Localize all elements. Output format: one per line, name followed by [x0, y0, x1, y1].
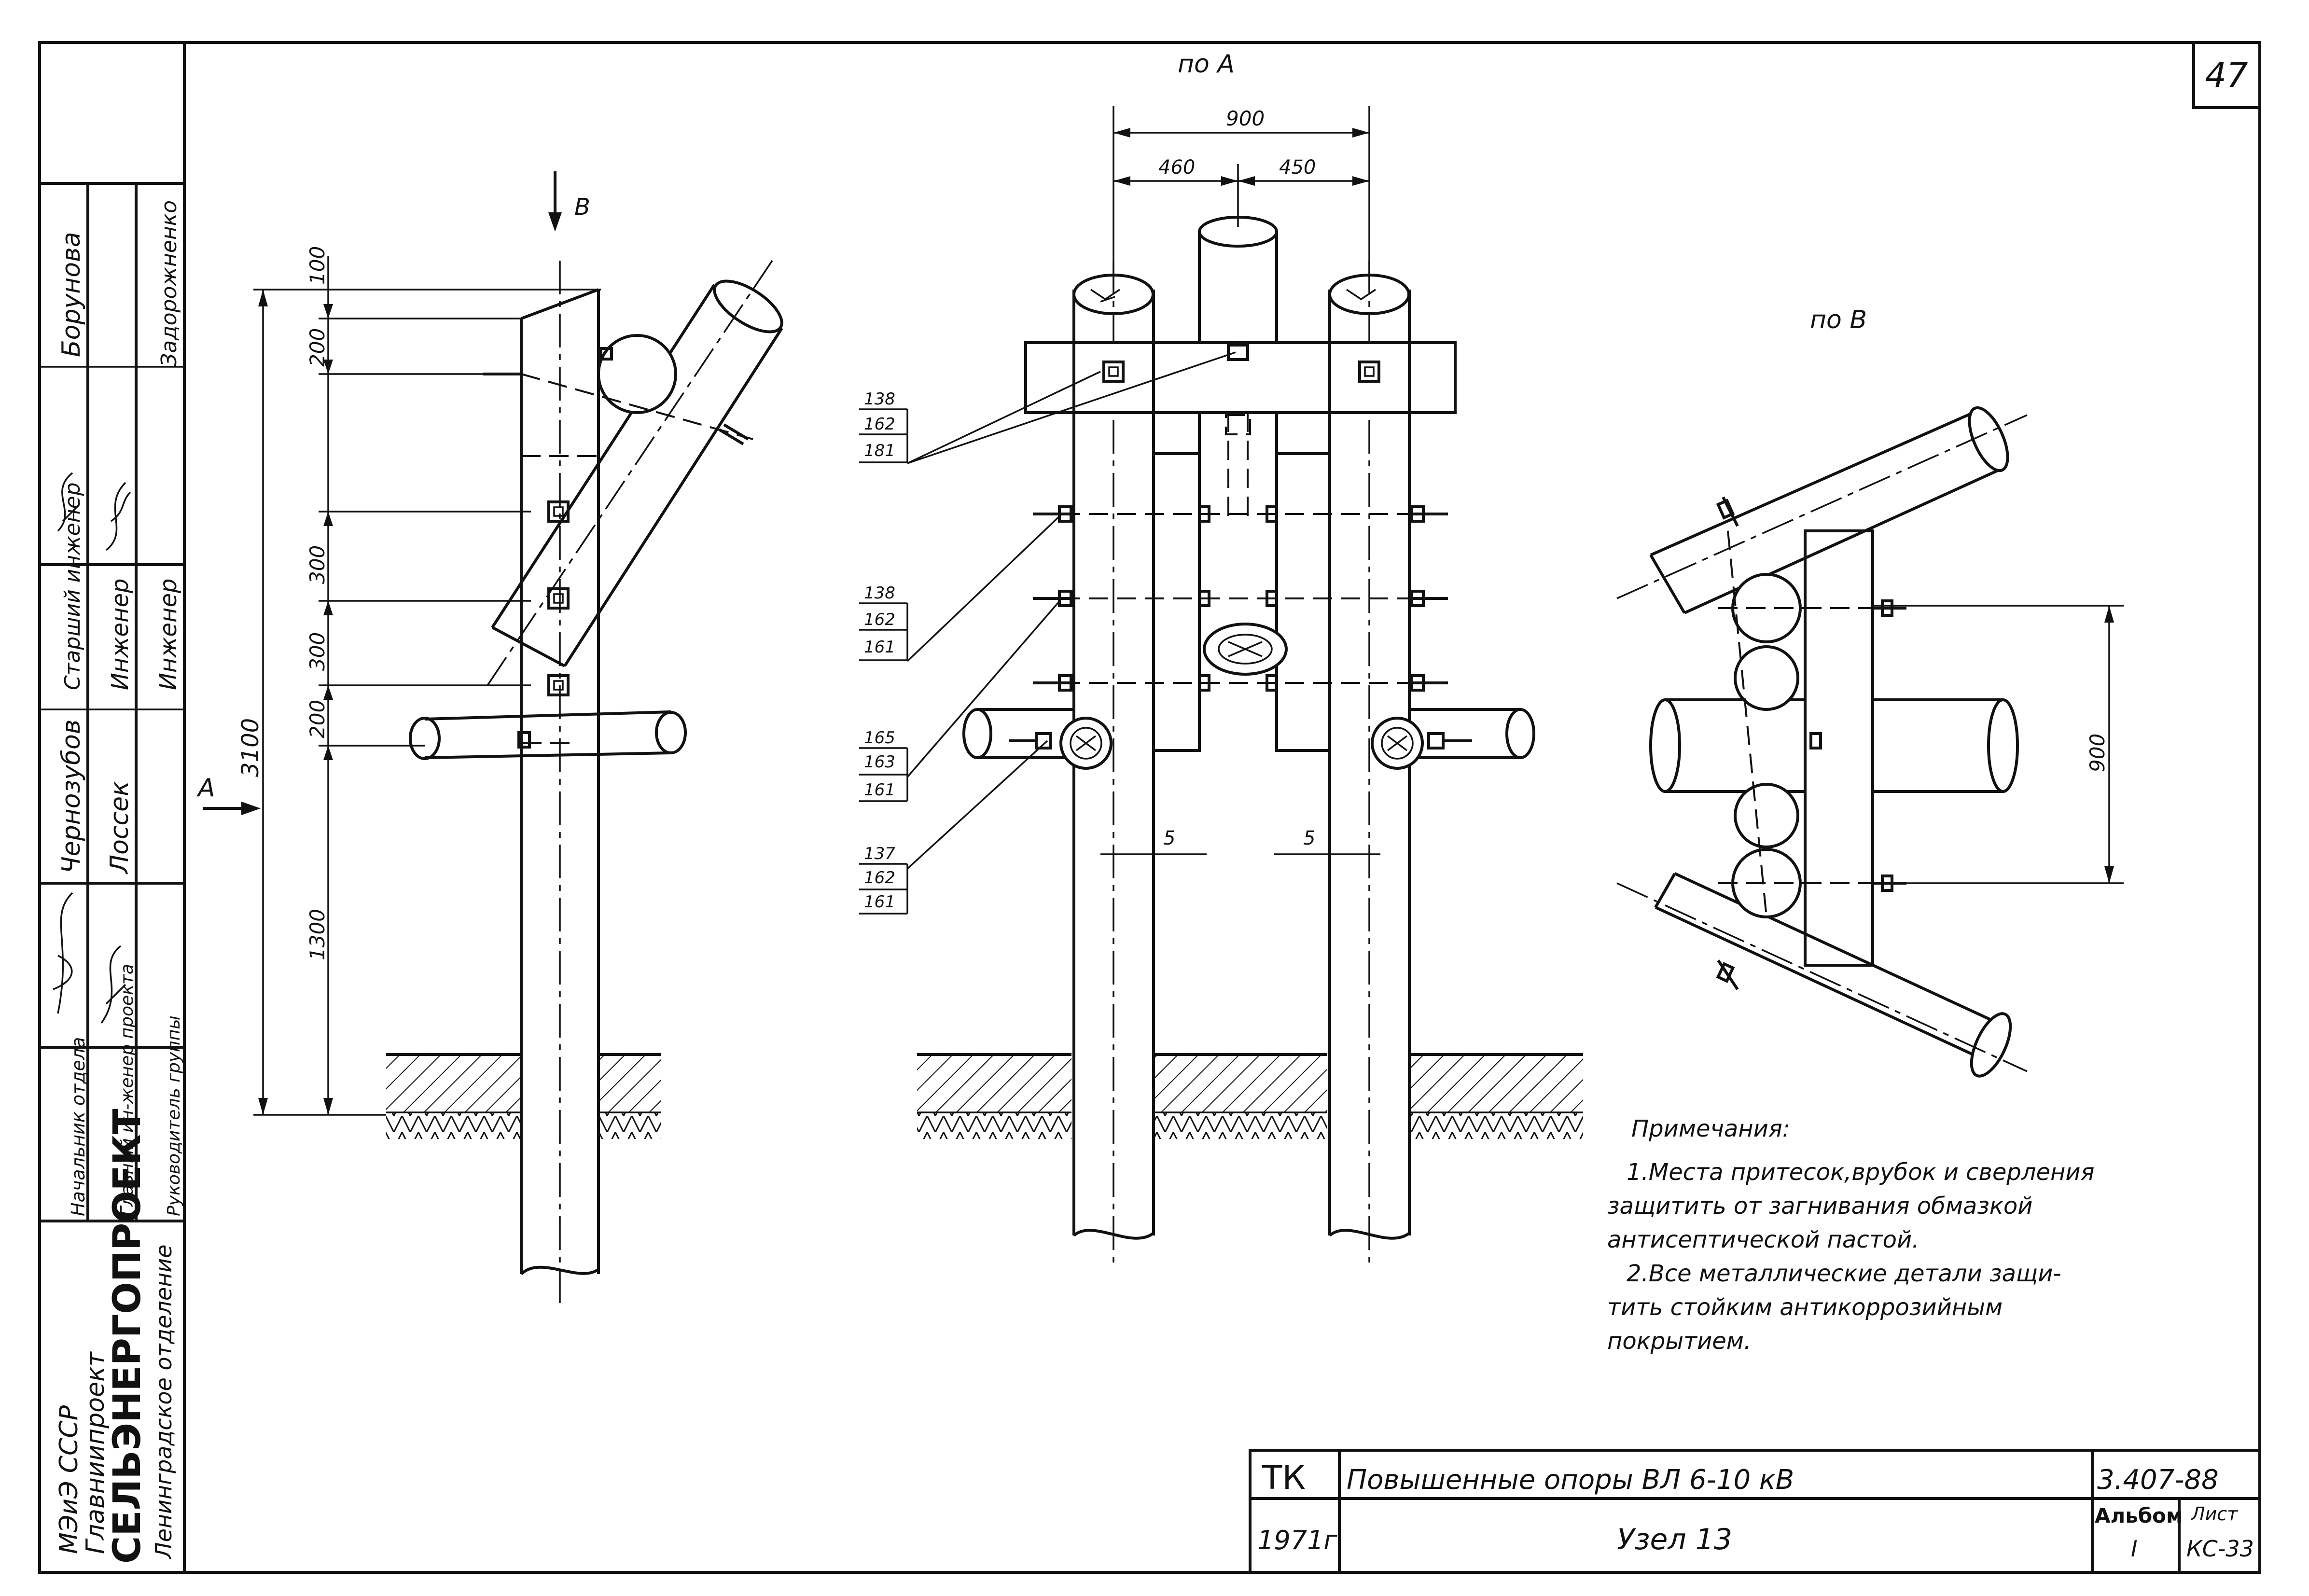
side-round-clamp	[597, 334, 677, 414]
note-line-2: защитить от загнивания обмазкой	[1607, 1193, 2032, 1220]
side-pole	[520, 290, 600, 1274]
page-number-box	[2192, 41, 2261, 109]
note-line-1: 1.Места притесок,врубок и сверления	[1627, 1159, 2095, 1186]
top-view: по В 900	[1616, 305, 2124, 1078]
note-line-4: 2.Все металлические детали защи-	[1627, 1260, 2061, 1287]
dim-300-b: 300	[306, 632, 329, 671]
signature-3	[57, 472, 78, 532]
note-line-5: тить стойким антикоррозийным	[1607, 1294, 2003, 1321]
callout-group-4: 137 162 161	[859, 844, 908, 915]
svg-text:161: 161	[864, 780, 895, 800]
signature-4	[105, 482, 131, 551]
side-diagonal-pole	[487, 260, 783, 686]
svg-text:181: 181	[864, 441, 895, 460]
dim-3100: 3100	[237, 718, 264, 777]
stamp-name-lossek: Лоссек	[105, 781, 134, 874]
tb-code: ТК	[1262, 1459, 1306, 1497]
dim-gap-left: 5	[1163, 827, 1175, 849]
tb-doc-number: 3.407-88	[2097, 1464, 2219, 1496]
top-view-title: по В	[1810, 305, 1867, 334]
svg-text:138: 138	[864, 583, 895, 603]
dim-front-460: 460	[1158, 156, 1195, 179]
callout-stacks: 138 162 181 138 162 161 165 163 161	[859, 389, 908, 915]
stamp-name-chernozubov: Чернозубов	[57, 720, 86, 874]
svg-text:162: 162	[864, 415, 895, 434]
dim-100: 100	[306, 246, 329, 285]
bolt-square-3	[547, 674, 570, 696]
bolt-square-2	[547, 587, 570, 610]
stamp-name-engineer2: Инженер	[155, 579, 182, 690]
page-number: 47	[2205, 56, 2248, 95]
svg-text:163: 163	[864, 752, 895, 772]
stamp-role3: Руководитель группы	[164, 1015, 184, 1216]
dim-1300: 1300	[306, 909, 329, 960]
tb-sheet-label: Лист	[2190, 1503, 2239, 1525]
stamp-role2: Главный ин-женер проекта	[117, 964, 137, 1216]
stamp-org3: СЕЛЬЭНЕРГОПРОЕКТ	[106, 1109, 149, 1564]
svg-text:161: 161	[864, 638, 895, 657]
view-label-a: А	[196, 774, 215, 803]
dim-top-900: 900	[2086, 734, 2109, 772]
side-horizontal-log	[424, 710, 671, 759]
svg-text:162: 162	[864, 868, 895, 888]
tb-album-label: Альбом	[2095, 1504, 2183, 1527]
stamp-name-senior: Старший инженер	[60, 482, 85, 690]
dim-front-900: 900	[1226, 107, 1265, 130]
dim-200-bottom: 200	[306, 700, 329, 738]
signature-2	[100, 945, 126, 1024]
notes-block: Примечания: 1.Места притесок,врубок и св…	[1607, 1115, 2095, 1355]
tb-year: 1971г	[1257, 1525, 1337, 1555]
tb-sheet-value: КС-33	[2186, 1536, 2254, 1562]
svg-text:162: 162	[864, 610, 895, 629]
stamp-role1: Начальник отдела	[68, 1037, 89, 1216]
top-lower-diagonal	[1655, 872, 1999, 1063]
svg-text:161: 161	[864, 892, 895, 912]
callout-group-3: 165 163 161	[859, 728, 908, 802]
dim-front-450: 450	[1279, 156, 1316, 179]
stamp-name-borunova: Борунова	[57, 232, 86, 357]
note-line-3: антисептической пастой.	[1607, 1226, 1919, 1253]
dim-gap-right: 5	[1303, 827, 1315, 849]
svg-text:165: 165	[864, 728, 895, 748]
front-left-plank	[1154, 452, 1201, 752]
side-stamp: МЭиЭ СССР Главниипроект СЕЛЬЭНЕРГОПРОЕКТ…	[40, 182, 184, 1564]
front-view-title: по А	[1178, 50, 1235, 79]
svg-text:137: 137	[864, 844, 895, 863]
stamp-name-engineer: Инженер	[107, 579, 134, 690]
signature-1	[53, 892, 73, 1014]
callout-group-2: 138 162 161	[859, 583, 908, 661]
front-left-lower-log	[977, 708, 1074, 759]
notes-heading: Примечания:	[1631, 1115, 1790, 1142]
sheet-frame	[38, 41, 2261, 1574]
front-view: по А	[906, 50, 1583, 1264]
callout-group-1: 138 162 181	[859, 389, 908, 463]
front-bolts	[1033, 505, 1448, 692]
svg-text:138: 138	[864, 389, 895, 409]
stamp-name-zadorozhenko: Задорожненко	[157, 200, 181, 367]
stamp-org1: МЭиЭ СССР	[55, 1405, 83, 1554]
front-right-lower-log	[1409, 708, 1520, 759]
dim-200-top: 200	[306, 328, 329, 367]
note-line-6: покрытием.	[1607, 1328, 1751, 1355]
stamp-org4: Ленинградское отделение	[151, 1245, 177, 1560]
front-right-plank	[1275, 452, 1330, 752]
dim-300-a: 300	[306, 545, 329, 584]
view-label-b: В	[574, 194, 590, 221]
side-view: 3100 100 200 300 300 200 1300 В А	[196, 171, 783, 1303]
front-crossbar	[1024, 341, 1457, 414]
bolt-square-1	[547, 500, 570, 523]
tb-album-value: I	[2131, 1536, 2138, 1562]
stamp-org2: Главниипроект	[81, 1351, 110, 1554]
title-block: ТК 1971г Повышенные опоры ВЛ 6-10 кВ Узе…	[1249, 1449, 2261, 1574]
tb-subtitle: Узел 13	[1617, 1523, 1732, 1556]
tb-title: Повышенные опоры ВЛ 6-10 кВ	[1347, 1464, 1794, 1496]
